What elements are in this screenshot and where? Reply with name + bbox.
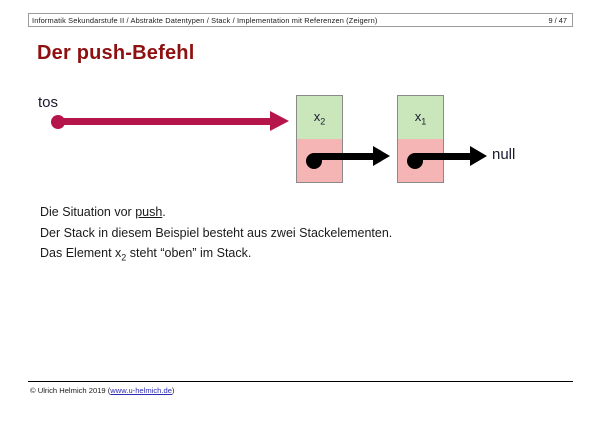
stack-node: x2 [296, 95, 343, 183]
tos-pointer-arrowhead [270, 111, 289, 131]
link-arrow-next [314, 146, 390, 166]
stack-node: x1 [397, 95, 444, 183]
node-value-cell: x1 [398, 96, 443, 141]
null-label: null [492, 146, 516, 163]
website-link[interactable]: www.u-helmich.de [110, 386, 172, 395]
body-line-3: Das Element x2 steht “oben” im Stack. [40, 246, 252, 263]
body-text: Die Situation vor push. Der Stack in die… [40, 202, 392, 268]
footer-divider [28, 381, 573, 382]
node-pointer-cell [398, 139, 443, 182]
page-indicator: 9 / 47 [548, 16, 568, 25]
link-arrow-null [415, 146, 487, 166]
node-value-cell: x2 [297, 96, 342, 141]
breadcrumb: Informatik Sekundarstufe II / Abstrakte … [32, 16, 378, 25]
node-value-label: x2 [313, 109, 326, 127]
link-arrow-shaft [415, 153, 470, 160]
tos-label: tos [38, 94, 59, 111]
link-arrow-head [373, 146, 390, 166]
header-bar: Informatik Sekundarstufe II / Abstrakte … [28, 13, 573, 27]
link-arrow-shaft [314, 153, 373, 160]
footer-copyright: © Ulrich Helmich 2019 (www.u-helmich.de) [30, 386, 175, 395]
page-title: Der push-Befehl [37, 42, 195, 64]
body-line-2: Der Stack in diesem Beispiel besteht aus… [40, 225, 393, 240]
push-keyword: push [135, 205, 163, 219]
tos-pointer-shaft [58, 118, 277, 125]
link-arrow-head [470, 146, 487, 166]
node-pointer-cell [297, 139, 342, 182]
node-value-label: x1 [414, 109, 427, 127]
body-line-1: Die Situation vor push. [40, 205, 166, 219]
